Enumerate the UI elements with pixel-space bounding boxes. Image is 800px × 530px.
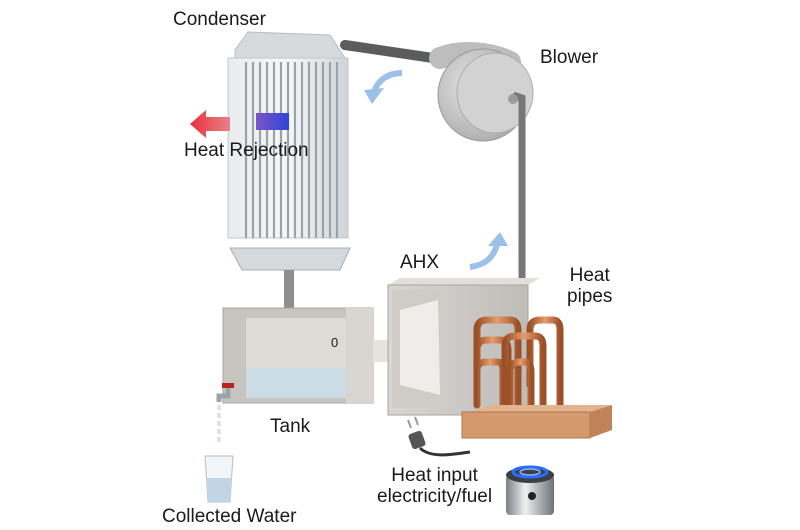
- heat-pipe-base: [461, 405, 612, 439]
- airflow-arrow-ahx: [469, 232, 508, 270]
- airflow-arrow-condenser: [364, 70, 403, 104]
- tank-gauge: 0: [331, 335, 339, 350]
- water-glass: [204, 455, 234, 503]
- label-heat-input: Heat input electricity/fuel: [377, 465, 492, 507]
- blower: [437, 48, 534, 280]
- label-heat-pipes: Heat pipes: [567, 265, 612, 307]
- power-plug-icon: [407, 416, 471, 457]
- gas-burner: [506, 465, 554, 515]
- heat-pipes: [473, 316, 564, 416]
- condenser: [227, 31, 351, 310]
- tank: [222, 307, 374, 404]
- label-heat-rejection: Heat Rejection: [184, 140, 309, 161]
- label-blower: Blower: [540, 47, 599, 68]
- label-heat-input-line1: Heat input: [391, 465, 478, 486]
- label-tank: Tank: [270, 416, 311, 437]
- tap: [216, 383, 234, 445]
- heat-rejection-arrow: [190, 110, 230, 138]
- label-heat-pipes-line1: Heat: [569, 265, 610, 286]
- label-heat-pipes-line2: pipes: [567, 286, 613, 307]
- label-collected-water: Collected Water: [162, 506, 297, 527]
- label-ahx: AHX: [400, 252, 440, 273]
- heat-rejection-block: [256, 113, 289, 130]
- label-condenser: Condenser: [173, 9, 266, 30]
- label-heat-input-line2: electricity/fuel: [377, 486, 493, 507]
